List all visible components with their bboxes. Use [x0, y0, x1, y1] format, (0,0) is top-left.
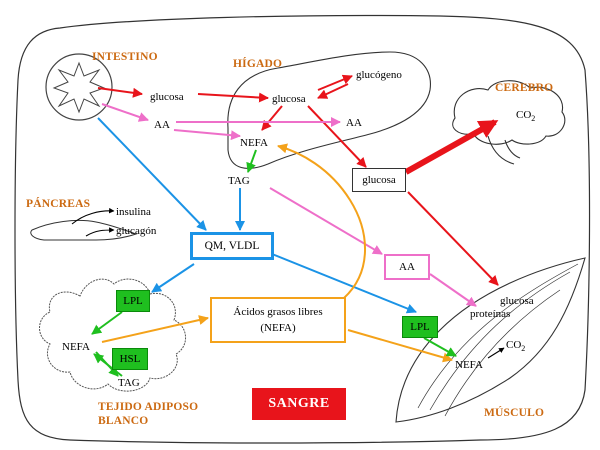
arrow-tag-to-nefa-adipose [93, 353, 123, 377]
liver-shape [227, 51, 431, 169]
label-pancreas: PÁNCREAS [26, 196, 90, 210]
arrow-lpl-to-muscle-nefa [423, 337, 457, 357]
arrow-blood-glucosa-to-muscle [407, 191, 499, 286]
text-glucosa-muscle: glucosa [500, 295, 534, 307]
glucosa-box-label: glucosa [362, 174, 396, 186]
text-insulina: insulina [116, 206, 151, 218]
nefa-arrows [101, 143, 453, 363]
text-tag-liver: TAG [228, 175, 250, 187]
arrow-agl-to-liver-nefa [277, 143, 366, 299]
arrow-aa-to-nefa [173, 129, 241, 141]
text-aa-liver: AA [346, 117, 362, 129]
label-intestino: INTESTINO [92, 51, 158, 63]
arrow-nefa-to-tag-liver [246, 149, 257, 173]
lipoprotein-arrows [97, 117, 417, 314]
enzyme-lpl-adipose: LPL [116, 290, 150, 312]
glucose-arrows [97, 74, 499, 286]
arrow-agl-to-muscle-nefa [347, 329, 453, 363]
text-nefa-adipose: NEFA [62, 341, 90, 353]
arrow-qmvldl-to-adipose [151, 263, 195, 293]
enzyme-lpl-muscle: LPL [402, 316, 438, 338]
enzyme-hsl: HSL [112, 348, 148, 370]
arrow-intestine-to-glucosa [97, 87, 143, 98]
arrow-glucosa-to-nefa [261, 105, 283, 131]
text-nefa-liver: NEFA [240, 137, 268, 149]
text-proteinas: proteínas [470, 308, 510, 320]
label-tejido-line2: BLANCO [98, 415, 148, 427]
arrow-glucogeno-to-glucosa [317, 83, 349, 99]
arrow-adipose-nefa-to-agl [101, 315, 209, 343]
label-cerebro: CEREBRO [495, 82, 553, 94]
lpl-muscle-label: LPL [410, 321, 430, 333]
brain-icon [452, 80, 566, 165]
glucosa-box: glucosa [352, 168, 406, 192]
text-glucagon: glucagón [116, 225, 157, 237]
adipose-tissue-shape [39, 278, 186, 392]
text-glucogeno: glucógeno [356, 69, 402, 81]
qm-vldl-box: QM, VLDL [190, 232, 274, 260]
label-tejido-line1: TEJIDO ADIPOSO [98, 401, 198, 413]
amino-acid-arrows [101, 103, 477, 307]
body-outline [14, 14, 591, 444]
aa-box: AA [384, 254, 430, 280]
arrow-qmvldl-to-muscle [271, 253, 417, 314]
arrow-glucosa-to-brain [404, 119, 499, 175]
arrow-intestine-to-aa [101, 103, 149, 122]
muscle-shape [395, 257, 586, 423]
text-co2-brain: CO2 [516, 109, 535, 123]
label-musculo: MÚSCULO [484, 405, 544, 419]
text-glucosa-liver: glucosa [272, 93, 306, 105]
sangre-label: SANGRE [252, 388, 346, 420]
arrow-tag-to-aa-box [269, 187, 383, 255]
arrow-pancreas-to-glucagon [85, 227, 115, 237]
text-co2-muscle: CO2 [506, 339, 525, 353]
arrow-glucosa-to-liver-glucosa [197, 92, 269, 103]
arrow-intestine-to-qmvldl [97, 117, 207, 231]
label-higado: HÍGADO [233, 56, 282, 70]
arrow-lpl-to-nefa [91, 311, 123, 335]
agl-line1: Ácidos grasos libres [233, 306, 323, 318]
sangre-text: SANGRE [268, 396, 330, 411]
pancreas-shape [30, 219, 138, 241]
intestine-icon [45, 53, 113, 121]
text-nefa-muscle: NEFA [455, 359, 483, 371]
hsl-label: HSL [119, 353, 141, 365]
text-aa-intestine: AA [154, 119, 170, 131]
text-glucosa-intestine: glucosa [150, 91, 184, 103]
agl-line2: (NEFA) [260, 322, 296, 334]
acidos-grasos-libres-box: Ácidos grasos libres (NEFA) [210, 297, 346, 343]
arrow-glucosa-to-glucogeno [317, 74, 353, 91]
arrow-aa-box-to-proteinas [429, 273, 477, 307]
arrow-nefa-to-co2 [487, 347, 505, 359]
text-tag-adipose: TAG [118, 377, 140, 389]
hormone-arrows [71, 207, 505, 359]
qm-vldl-label: QM, VLDL [204, 240, 260, 252]
aa-box-label: AA [399, 261, 415, 273]
enzyme-arrows [91, 149, 457, 377]
arrow-liver-glucosa-to-blood-glucosa [307, 105, 367, 168]
lpl-adipose-label: LPL [123, 295, 143, 307]
arrow-pancreas-to-insulina [71, 207, 115, 225]
